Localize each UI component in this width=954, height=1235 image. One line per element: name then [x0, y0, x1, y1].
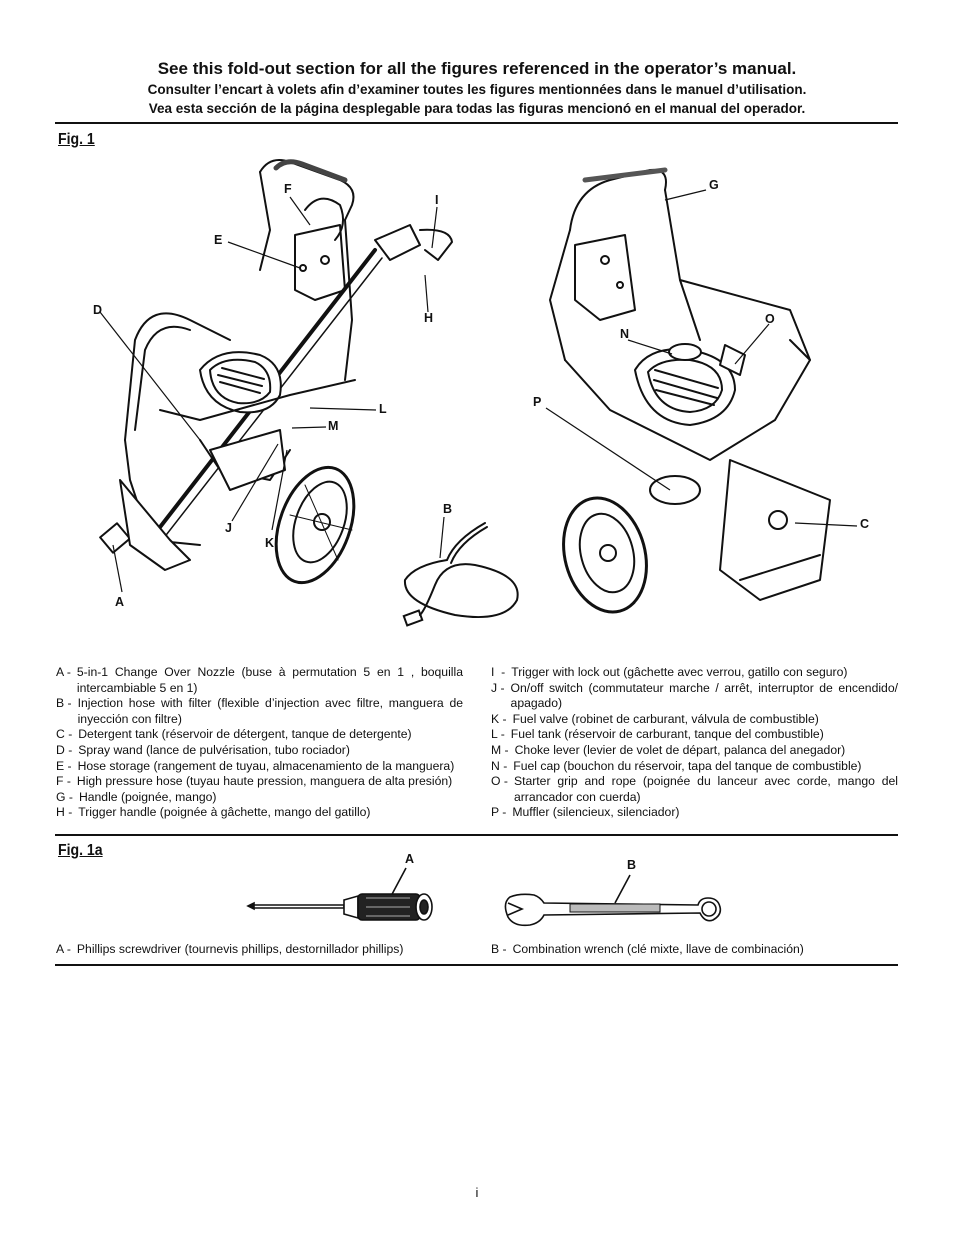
legend-item-i: I -Trigger with lock out (gâchette avec … — [491, 665, 848, 679]
callout-c: C — [860, 517, 870, 531]
legend-item-m: M -Choke lever (levier de volet de dépar… — [491, 742, 846, 757]
legend-item-e: E -Hose storage (rangement de tuyau, alm… — [56, 758, 455, 773]
legend-item-k: K -Fuel valve (robinet de carburant, vál… — [491, 711, 819, 726]
fig1-label: Fig. 1 — [58, 131, 95, 148]
legend-item-f: F -High pressure hose (tuyau haute press… — [56, 774, 453, 789]
legend-item-g: G -Handle (poignée, mango) — [56, 789, 217, 804]
legend-item-l: L -Fuel tank (réservoir de carburant, ta… — [491, 727, 824, 742]
legend-item-c: C -Detergent tank (réservoir de détergen… — [56, 727, 412, 742]
callout-a: A — [115, 595, 125, 609]
header-english: See this fold-out section for all the fi… — [157, 59, 797, 78]
callout-p: P — [533, 395, 542, 409]
divider-top — [55, 122, 898, 124]
callout-k: K — [265, 536, 275, 550]
callout-f: F — [284, 182, 292, 196]
fig1a-legend-b: B -Combination wrench (clé mixte, llave … — [491, 942, 804, 956]
fig1-legend-right: I -Trigger with lock out (gâchette avec … — [491, 665, 898, 821]
legend-item-h: H -Trigger handle (poignée à gâchette, m… — [56, 805, 371, 820]
callout-n: N — [620, 327, 630, 341]
fig1-legend-left: A -5-in-1 Change Over Nozzle (buse à per… — [56, 665, 463, 821]
legend-item-n: N -Fuel cap (bouchon du réservoir, tapa … — [491, 758, 862, 773]
callout-o: O — [765, 312, 775, 326]
legend-item-o: O -Starter grip and rope (poignée du lan… — [491, 774, 898, 804]
callout-g: G — [709, 178, 719, 192]
combination-wrench-illustration — [500, 865, 725, 935]
fig1a-label: Fig. 1a — [58, 842, 103, 859]
injection-hose-illustration — [395, 515, 525, 635]
fig1a-legend-a: A -Phillips screwdriver (tournevis phill… — [56, 942, 404, 956]
callout-h: H — [424, 311, 434, 325]
callout-l: L — [379, 402, 387, 416]
divider-bottom — [55, 964, 898, 966]
divider-fig1a — [55, 834, 898, 836]
callout-e: E — [214, 233, 223, 247]
callout-b: B — [443, 502, 453, 516]
callout-1a-a: A — [405, 852, 415, 866]
page-number: i — [475, 1185, 479, 1200]
legend-item-d: D -Spray wand (lance de pulvérisation, t… — [56, 742, 350, 757]
callout-m: M — [328, 419, 339, 433]
legend-item-b: B -Injection hose with filter (flexible … — [56, 696, 463, 726]
callout-d: D — [93, 303, 103, 317]
header-french: Consulter l’encart à volets afin d’exami… — [147, 82, 807, 97]
legend-item-p: P -Muffler (silencieux, silenciador) — [491, 805, 680, 820]
pressure-washer-rear-illustration — [530, 160, 850, 610]
legend-item-j: J -On/off switch (commutateur marche / a… — [491, 680, 898, 711]
callout-1a-b: B — [627, 858, 637, 872]
page-header: See this fold-out section for all the fi… — [0, 58, 954, 118]
callout-i: I — [435, 193, 439, 207]
phillips-screwdriver-illustration — [240, 860, 440, 930]
callout-j: J — [225, 521, 232, 535]
legend-item-a: A -5-in-1 Change Over Nozzle (buse à per… — [56, 665, 463, 695]
header-spanish: Vea esta sección de la página desplegabl… — [148, 101, 806, 116]
pressure-washer-front-illustration — [90, 150, 390, 610]
